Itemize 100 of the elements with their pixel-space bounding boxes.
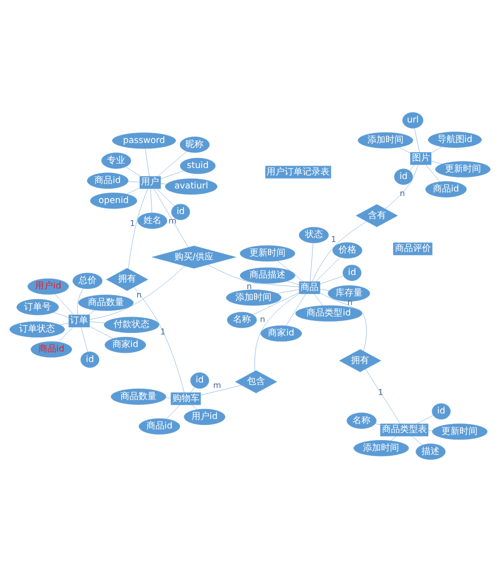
connector xyxy=(60,322,69,326)
connector xyxy=(314,294,324,306)
connector xyxy=(428,430,433,431)
connector xyxy=(77,288,84,315)
connector xyxy=(320,289,330,291)
node-box: 用户订单记录表 xyxy=(265,166,332,178)
connector xyxy=(80,326,88,352)
connector xyxy=(398,147,411,154)
edge-label: n xyxy=(260,314,266,324)
connector xyxy=(416,415,434,424)
connector xyxy=(126,188,140,194)
node-ellipse: 添加时间 xyxy=(358,132,414,148)
node-ellipse: 导航图id xyxy=(428,132,482,148)
connector xyxy=(286,281,300,285)
node-ellipse: 商品id xyxy=(425,181,467,198)
node-diamond: 拥有 xyxy=(106,268,148,291)
node-ellipse: avatiurl xyxy=(165,178,218,195)
node-ellipse: 添加时间 xyxy=(226,290,282,306)
connector xyxy=(156,188,175,206)
connector xyxy=(53,312,69,318)
node-ellipse: 用户id xyxy=(184,408,226,425)
connector xyxy=(316,257,340,282)
node-ellipse: url xyxy=(402,112,424,128)
connector xyxy=(154,188,188,248)
connector xyxy=(88,310,96,315)
node-ellipse: id xyxy=(190,372,210,389)
node-ellipse: 订单状态 xyxy=(10,321,65,338)
node-ellipse: 商品数量 xyxy=(78,294,134,311)
connector xyxy=(431,161,442,164)
connector xyxy=(207,264,300,288)
edge-label: n xyxy=(246,281,252,292)
connector xyxy=(320,276,344,284)
connector xyxy=(58,326,74,342)
connector xyxy=(54,294,74,315)
node-box: 商品类型表 xyxy=(380,424,428,436)
connector xyxy=(90,322,106,324)
connector xyxy=(90,266,186,320)
node-ellipse: 商家id xyxy=(260,325,302,342)
node-ellipse: 商品类型id xyxy=(295,305,362,322)
node-box: 订单 xyxy=(68,314,90,328)
node-ellipse: 商家id xyxy=(104,336,146,353)
node-ellipse: 添加时间 xyxy=(354,440,409,456)
connector xyxy=(365,369,400,424)
node-ellipse: 昵称 xyxy=(180,136,210,153)
node-diamond: 购买/供应 xyxy=(152,246,236,269)
node-ellipse: openid xyxy=(90,192,138,209)
node-box: 商品 xyxy=(299,281,320,294)
connector xyxy=(254,294,300,372)
node-ellipse: id xyxy=(342,264,362,281)
node-ellipse: 商品id xyxy=(87,172,128,189)
node-box: 用户 xyxy=(140,176,161,189)
node-ellipse: id xyxy=(171,204,190,220)
connector xyxy=(128,181,140,182)
node-box: 商品评价 xyxy=(393,242,432,256)
node-ellipse: 更新时间 xyxy=(240,245,296,262)
connector xyxy=(126,166,141,177)
node-ellipse: 商品数量 xyxy=(110,388,166,405)
edge-label: 1 xyxy=(130,218,136,228)
node-ellipse: 付款状态 xyxy=(104,316,160,333)
edge-label: m xyxy=(213,380,222,390)
connector xyxy=(431,146,442,153)
node-ellipse: 商品id xyxy=(138,418,180,434)
connector xyxy=(145,148,150,176)
node-ellipse: 更新时间 xyxy=(435,161,490,178)
edge-label: 1 xyxy=(378,386,384,397)
node-diamond: 含有 xyxy=(356,204,398,228)
node-diamond: 包含 xyxy=(235,370,278,394)
node-ellipse: 更新时间 xyxy=(432,424,488,440)
connector xyxy=(310,242,314,282)
connector xyxy=(320,292,367,352)
node-ellipse: 库存量 xyxy=(328,285,370,302)
connector xyxy=(134,287,184,393)
connector xyxy=(312,221,367,282)
connector xyxy=(160,183,167,184)
connector xyxy=(426,164,440,182)
node-ellipse: id xyxy=(432,403,451,420)
node-ellipse: password xyxy=(112,132,176,149)
edge-label: 1 xyxy=(331,234,336,244)
connector xyxy=(150,188,152,213)
node-ellipse: id xyxy=(394,168,413,185)
connector xyxy=(160,170,184,180)
connector xyxy=(90,326,114,339)
connector xyxy=(200,385,242,396)
connector xyxy=(375,424,380,425)
node-ellipse: 价格 xyxy=(332,242,362,258)
node-ellipse: id xyxy=(80,352,100,368)
edge-label: n xyxy=(400,188,405,198)
node-ellipse: 商品id xyxy=(30,341,72,358)
node-ellipse: 专业 xyxy=(101,152,132,169)
connector xyxy=(166,404,180,420)
connector xyxy=(252,292,300,315)
node-ellipse: 商品描述 xyxy=(240,267,296,284)
connector xyxy=(385,164,418,210)
connector xyxy=(286,294,306,326)
node-ellipse: 描述 xyxy=(416,444,446,460)
connector xyxy=(409,164,416,171)
node-diamond: 拥有 xyxy=(339,349,382,372)
connector xyxy=(128,188,148,269)
node-ellipse: 订单号 xyxy=(16,299,59,316)
node-ellipse: 名称 xyxy=(346,412,376,429)
